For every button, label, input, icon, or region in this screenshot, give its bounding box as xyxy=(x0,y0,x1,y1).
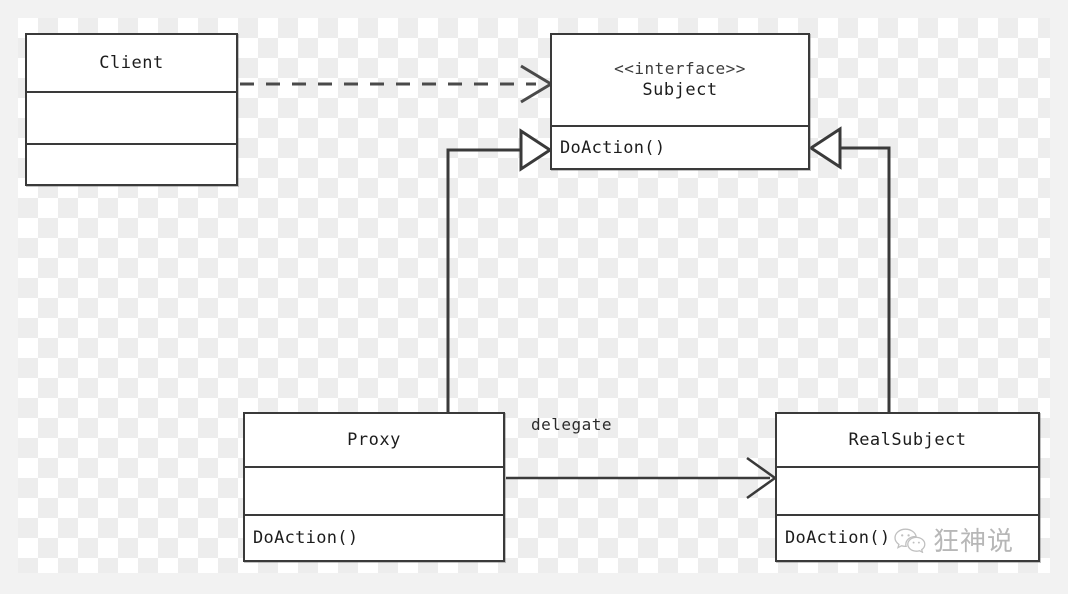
operation-label: DoAction() xyxy=(560,137,666,158)
class-name-label: RealSubject xyxy=(848,429,967,450)
class-name-label: Proxy xyxy=(347,429,401,450)
edge-label-delegate: delegate xyxy=(531,415,613,434)
class-box-client[interactable]: Client xyxy=(25,33,238,186)
class-name-compartment: Proxy xyxy=(245,414,503,466)
edge-proxy-to-subject xyxy=(446,128,553,412)
attributes-compartment xyxy=(245,466,503,514)
realization-line xyxy=(446,148,521,412)
class-box-realsubject[interactable]: RealSubject DoAction() xyxy=(775,412,1040,562)
class-box-proxy[interactable]: Proxy DoAction() xyxy=(243,412,505,562)
edge-client-to-subject xyxy=(240,64,554,104)
edge-proxy-to-realsubject xyxy=(506,456,778,500)
edge-realsubject-to-subject xyxy=(808,126,891,412)
operation-label: DoAction() xyxy=(253,528,359,548)
class-box-subject[interactable]: <<interface>> Subject DoAction() xyxy=(550,33,810,170)
class-name-compartment: <<interface>> Subject xyxy=(552,35,808,125)
class-name-label: Subject xyxy=(642,80,718,101)
operations-compartment xyxy=(27,143,236,184)
class-name-label: Client xyxy=(99,52,164,73)
realization-line xyxy=(840,146,891,412)
attributes-compartment xyxy=(27,91,236,143)
operations-compartment: DoAction() xyxy=(777,514,1038,560)
stereotype-label: <<interface>> xyxy=(614,58,746,78)
hollow-triangle-arrowhead xyxy=(519,128,553,172)
attributes-compartment xyxy=(777,466,1038,514)
class-name-compartment: Client xyxy=(27,35,236,91)
operation-label: DoAction() xyxy=(785,528,891,548)
operations-compartment: DoAction() xyxy=(552,125,808,168)
operations-compartment: DoAction() xyxy=(245,514,503,560)
hollow-triangle-arrowhead xyxy=(808,126,842,170)
class-name-compartment: RealSubject xyxy=(777,414,1038,466)
